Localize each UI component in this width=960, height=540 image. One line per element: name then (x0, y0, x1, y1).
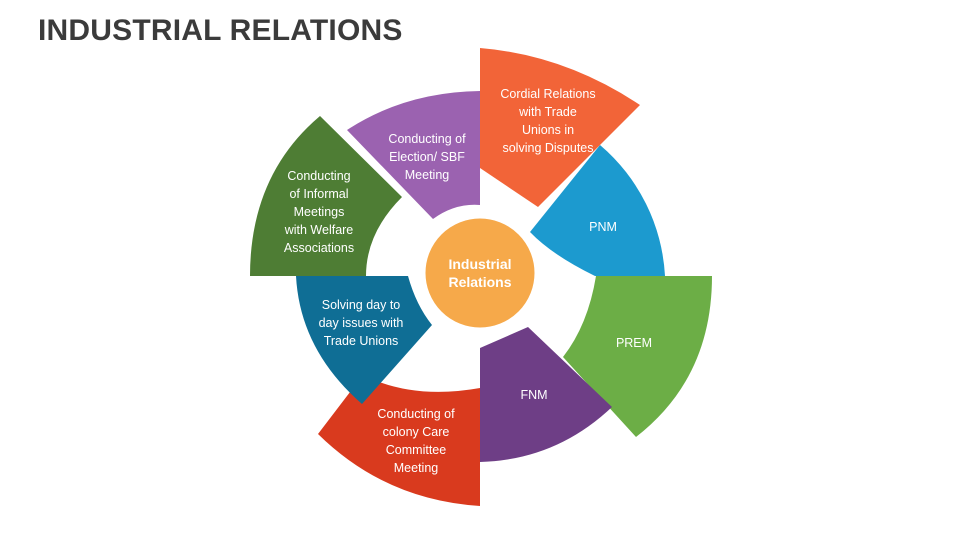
segment-prem-label: PREM (616, 336, 652, 350)
segment-pnm-label: PNM (589, 220, 617, 234)
label-line: Associations (284, 241, 354, 255)
label-line: Conducting (287, 169, 350, 183)
segment-informal-shape (250, 116, 402, 276)
segment-election-shape (347, 91, 480, 219)
segment-pnm-shape (530, 145, 665, 276)
segment-cordial-shape (480, 48, 640, 207)
label-line: with Trade (518, 105, 577, 119)
segment-fnm-shape (480, 327, 612, 462)
label-line: Solving day to (322, 298, 401, 312)
segment-fnm: FNM (480, 327, 612, 462)
label-line: PREM (616, 336, 652, 350)
label-line: day issues with (319, 316, 404, 330)
segment-fnm-label: FNM (520, 388, 547, 402)
label-line: PNM (589, 220, 617, 234)
label-line: Meeting (405, 168, 450, 182)
segment-colony-shape (318, 375, 480, 506)
label-line: Trade Unions (324, 334, 399, 348)
label-line: Meetings (294, 205, 345, 219)
label-line: Election/ SBF (389, 150, 465, 164)
label-line: Conducting of (388, 132, 466, 146)
label-line: Unions in (522, 123, 574, 137)
label-line: FNM (520, 388, 547, 402)
page-title: INDUSTRIAL RELATIONS (38, 14, 403, 47)
label-line: solving Disputes (502, 141, 593, 155)
label-line: with Welfare (284, 223, 354, 237)
label-line: Conducting of (377, 407, 455, 421)
center-circle (422, 215, 538, 331)
label-line: colony Care (383, 425, 450, 439)
label-line: of Informal (289, 187, 348, 201)
segment-election: Conducting of Election/ SBF Meeting (347, 91, 480, 219)
label-line: Relations (448, 274, 511, 290)
label-line: Industrial (448, 256, 511, 272)
label-line: Committee (386, 443, 446, 457)
segment-solving-shape (296, 276, 432, 404)
segment-pnm: PNM (530, 145, 665, 276)
segment-election-label: Conducting of Election/ SBF Meeting (388, 132, 466, 182)
label-line: Meeting (394, 461, 439, 475)
label-line: Cordial Relations (500, 87, 595, 101)
